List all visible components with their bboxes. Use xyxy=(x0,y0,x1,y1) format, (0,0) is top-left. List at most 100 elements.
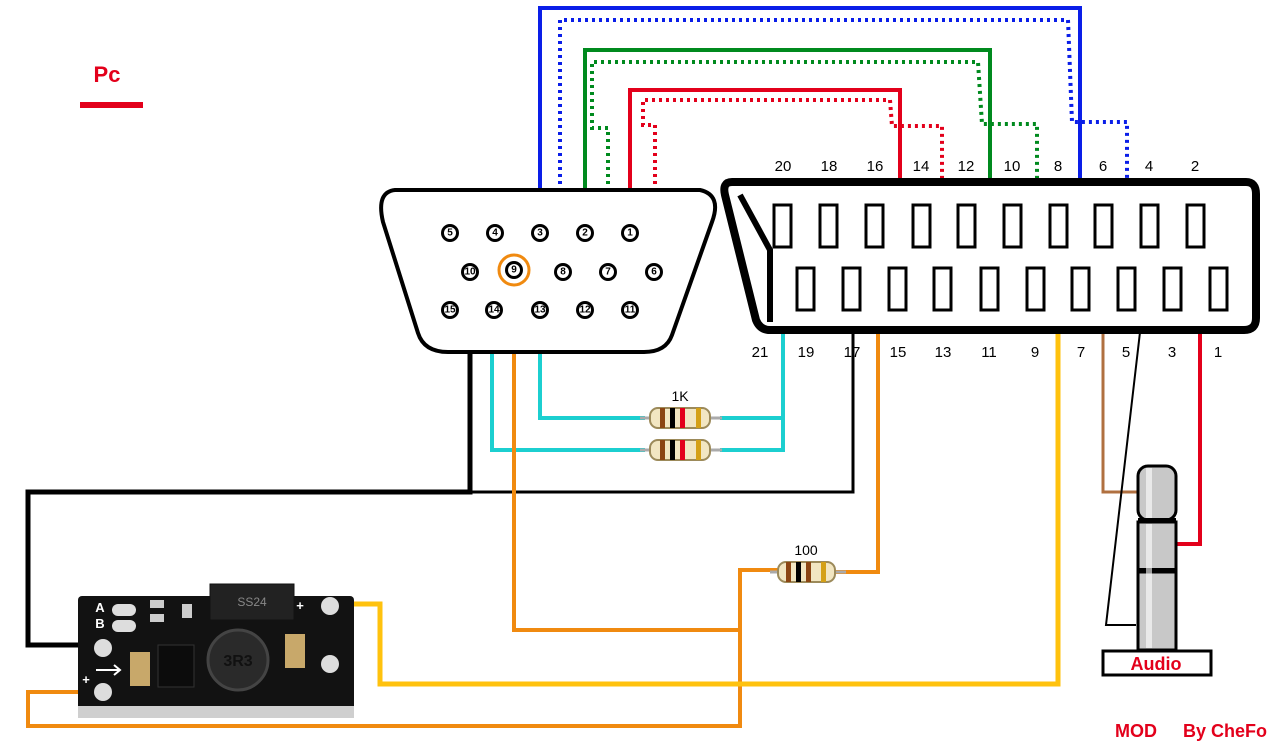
black-wire xyxy=(25,274,473,648)
vga-pin-label: 9 xyxy=(511,265,517,276)
scart-pin xyxy=(1070,266,1091,312)
vga-pin-label: 6 xyxy=(651,267,657,278)
vga-pin-label: 1 xyxy=(627,228,633,239)
vga-connector-body xyxy=(379,188,717,354)
smd-part xyxy=(150,600,164,608)
capacitor xyxy=(130,652,150,686)
scart-pin xyxy=(1116,266,1137,312)
smd-part xyxy=(150,614,164,622)
scart-pin xyxy=(864,203,885,249)
scart-pin-number: 17 xyxy=(844,344,861,361)
scart-top-numbers: 20 18 16 14 12 10 8 6 4 2 xyxy=(775,158,1200,175)
yellow-wire xyxy=(324,250,1061,687)
scart-pin-number: 13 xyxy=(935,344,952,361)
cyan-wire-14 xyxy=(490,324,645,452)
vga-pin-label: 15 xyxy=(444,305,456,316)
audio-label: Audio xyxy=(1131,654,1182,674)
scart-pin xyxy=(1025,266,1046,312)
dc-dc-module: SS24 3R3 A B + + xyxy=(78,583,354,718)
scart-pin xyxy=(956,203,977,249)
resistor-1k-a xyxy=(640,407,722,429)
scart-bottom-pins xyxy=(795,266,1229,312)
author-label: By CheFo xyxy=(1183,721,1267,741)
scart-pin-number: 1 xyxy=(1214,344,1222,361)
resistor-1k-label: 1K xyxy=(671,388,689,404)
red-wire-dotted xyxy=(641,98,944,268)
orange-wire-scart16 xyxy=(835,250,880,574)
scart-pin-number: 6 xyxy=(1099,158,1107,175)
scart-pin-number: 5 xyxy=(1122,344,1130,361)
scart-pin xyxy=(1093,203,1114,249)
scart-pin xyxy=(1002,203,1023,249)
scart-pin-number: 2 xyxy=(1191,158,1199,175)
scart-pin xyxy=(932,266,953,312)
inductor-label: 3R3 xyxy=(223,653,252,670)
vga-pin-label: 7 xyxy=(605,267,611,278)
module-label-plus-out: + xyxy=(296,598,304,613)
scart-pin-number: 10 xyxy=(1004,158,1021,175)
scart-top-pins xyxy=(772,203,1206,249)
scart-pin xyxy=(818,203,839,249)
vga-pin-label: 3 xyxy=(537,228,543,239)
capacitor xyxy=(285,634,305,668)
scart-pin xyxy=(1208,266,1229,312)
module-label-a: A xyxy=(95,600,105,615)
pad-ground-2 xyxy=(321,655,339,673)
scart-pin-number: 3 xyxy=(1168,344,1176,361)
pad-b xyxy=(112,620,136,632)
blue-wire-dotted xyxy=(558,18,1129,268)
orange-wire-module xyxy=(26,568,778,728)
scart-pin xyxy=(887,266,908,312)
module-label-plus-in: + xyxy=(82,672,90,687)
scart-pin-number: 11 xyxy=(981,344,997,361)
scart-pin xyxy=(795,266,816,312)
pad-ground xyxy=(94,639,112,657)
diode-label: SS24 xyxy=(237,595,267,609)
scart-pin xyxy=(1048,203,1069,249)
scart-pin-number: 9 xyxy=(1031,344,1039,361)
vga-pin-9-highlight xyxy=(497,253,531,287)
ss24-diode xyxy=(209,583,295,621)
mod-label: MOD xyxy=(1115,721,1157,741)
scart-pin xyxy=(1162,266,1183,312)
resistor-100-label: 100 xyxy=(794,542,818,558)
audio-ground-wire xyxy=(1104,245,1151,626)
vga-pin-label: 8 xyxy=(560,267,566,278)
pc-label: Pc xyxy=(94,62,121,87)
scart-pin-number: 19 xyxy=(798,344,815,361)
vga-pin-label: 13 xyxy=(534,305,546,316)
scart-pin xyxy=(1185,203,1206,249)
scart-pin-number: 12 xyxy=(958,158,975,175)
scart-pin-number: 8 xyxy=(1054,158,1062,175)
scart-pin-number: 20 xyxy=(775,158,792,175)
smd-part xyxy=(182,604,192,618)
vga-pin-label: 2 xyxy=(582,228,588,239)
green-wire-dotted xyxy=(590,60,1039,268)
resistor-100 xyxy=(770,561,846,583)
arrow-icon xyxy=(96,664,122,676)
green-wire-solid xyxy=(583,48,992,262)
scart-pin-number: 16 xyxy=(867,158,884,175)
vga-pins: 5 4 3 2 1 10 9 8 7 6 15 14 13 12 11 xyxy=(441,224,663,319)
scart-pin-number: 4 xyxy=(1145,158,1153,175)
vga-pin-label: 11 xyxy=(625,305,636,316)
scart-pin-number: 15 xyxy=(890,344,907,361)
red-wire-solid xyxy=(628,88,902,262)
vga-pin-label: 5 xyxy=(447,228,453,239)
inductor xyxy=(206,628,270,692)
resistor-1k-b xyxy=(640,439,722,461)
module-label-b: B xyxy=(95,616,104,631)
scart-pin-number: 18 xyxy=(821,158,838,175)
orange-wire-pin9 xyxy=(512,285,740,632)
scart-bevel xyxy=(737,193,773,322)
pad-output xyxy=(321,597,339,615)
blue-wire-solid xyxy=(538,6,1082,290)
cyan-wire-13 xyxy=(538,324,645,420)
pad-input xyxy=(94,683,112,701)
red-audio-wire xyxy=(1177,246,1202,546)
vga-pin-label: 10 xyxy=(464,267,476,278)
scart-pin xyxy=(772,203,793,249)
ic-chip xyxy=(157,644,195,688)
scart-bottom-numbers: 21 19 17 15 13 11 9 7 5 3 1 xyxy=(752,344,1223,361)
vga-pin-label: 12 xyxy=(579,305,591,316)
